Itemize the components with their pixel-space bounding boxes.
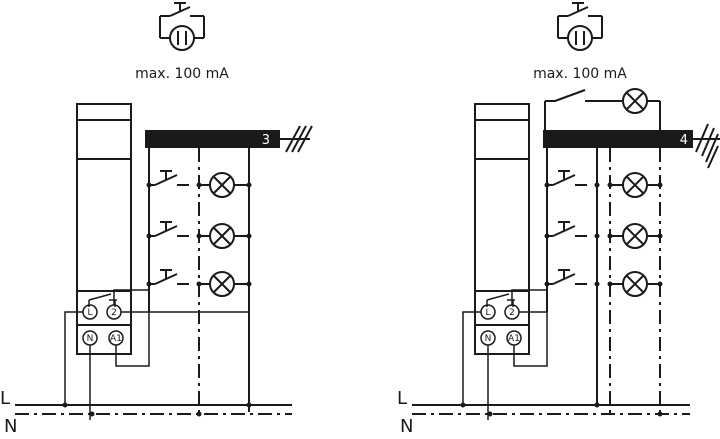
pushbutton-1: [148, 170, 190, 186]
right-diagram: max. 100 mA L 2 N A1 4: [460, 2, 720, 420]
lamp-1: [209, 172, 235, 198]
terminal-l-label: L: [485, 308, 490, 318]
left-diagram: max. 100 mA L 2 N A1 3: [62, 2, 313, 420]
lamp-2: [209, 223, 235, 249]
illuminated-pushbutton-icon: [557, 2, 603, 51]
cable-marker: [280, 125, 313, 153]
left-mains: L N: [0, 388, 292, 437]
pushbutton-3: [546, 269, 588, 285]
terminal-2-label: 2: [509, 308, 515, 318]
line-label: L: [397, 388, 407, 409]
terminal-n-label: N: [87, 334, 94, 344]
lamp-3: [209, 271, 235, 297]
neutral-label: N: [400, 416, 413, 437]
terminal-2-label: 2: [111, 308, 117, 318]
bus-wire-count: 3: [262, 133, 270, 148]
pushbutton-3: [148, 269, 190, 285]
terminal-a1-label: A1: [110, 334, 122, 344]
lamp-3: [622, 271, 648, 297]
pushbutton-1: [546, 170, 588, 186]
line-label: L: [0, 388, 10, 409]
pushbutton-2: [546, 221, 588, 237]
pushbutton-2: [148, 221, 190, 237]
terminal-n-label: N: [485, 334, 492, 344]
current-rating-label: max. 100 mA: [135, 66, 229, 82]
current-rating-label: max. 100 mA: [533, 66, 627, 82]
lamp-indicator: [622, 88, 648, 114]
terminal-l-label: L: [87, 308, 92, 318]
right-mains: L N: [397, 388, 690, 437]
neutral-label: N: [4, 416, 17, 437]
bus-wire-count: 4: [680, 133, 688, 148]
terminal-a1-label: A1: [508, 334, 520, 344]
bus-bar: [543, 130, 693, 148]
lamp-2: [622, 223, 648, 249]
illuminated-pushbutton-icon: [159, 2, 205, 51]
cable-marker: [693, 123, 720, 169]
bus-bar: [145, 130, 280, 148]
lamp-1: [622, 172, 648, 198]
